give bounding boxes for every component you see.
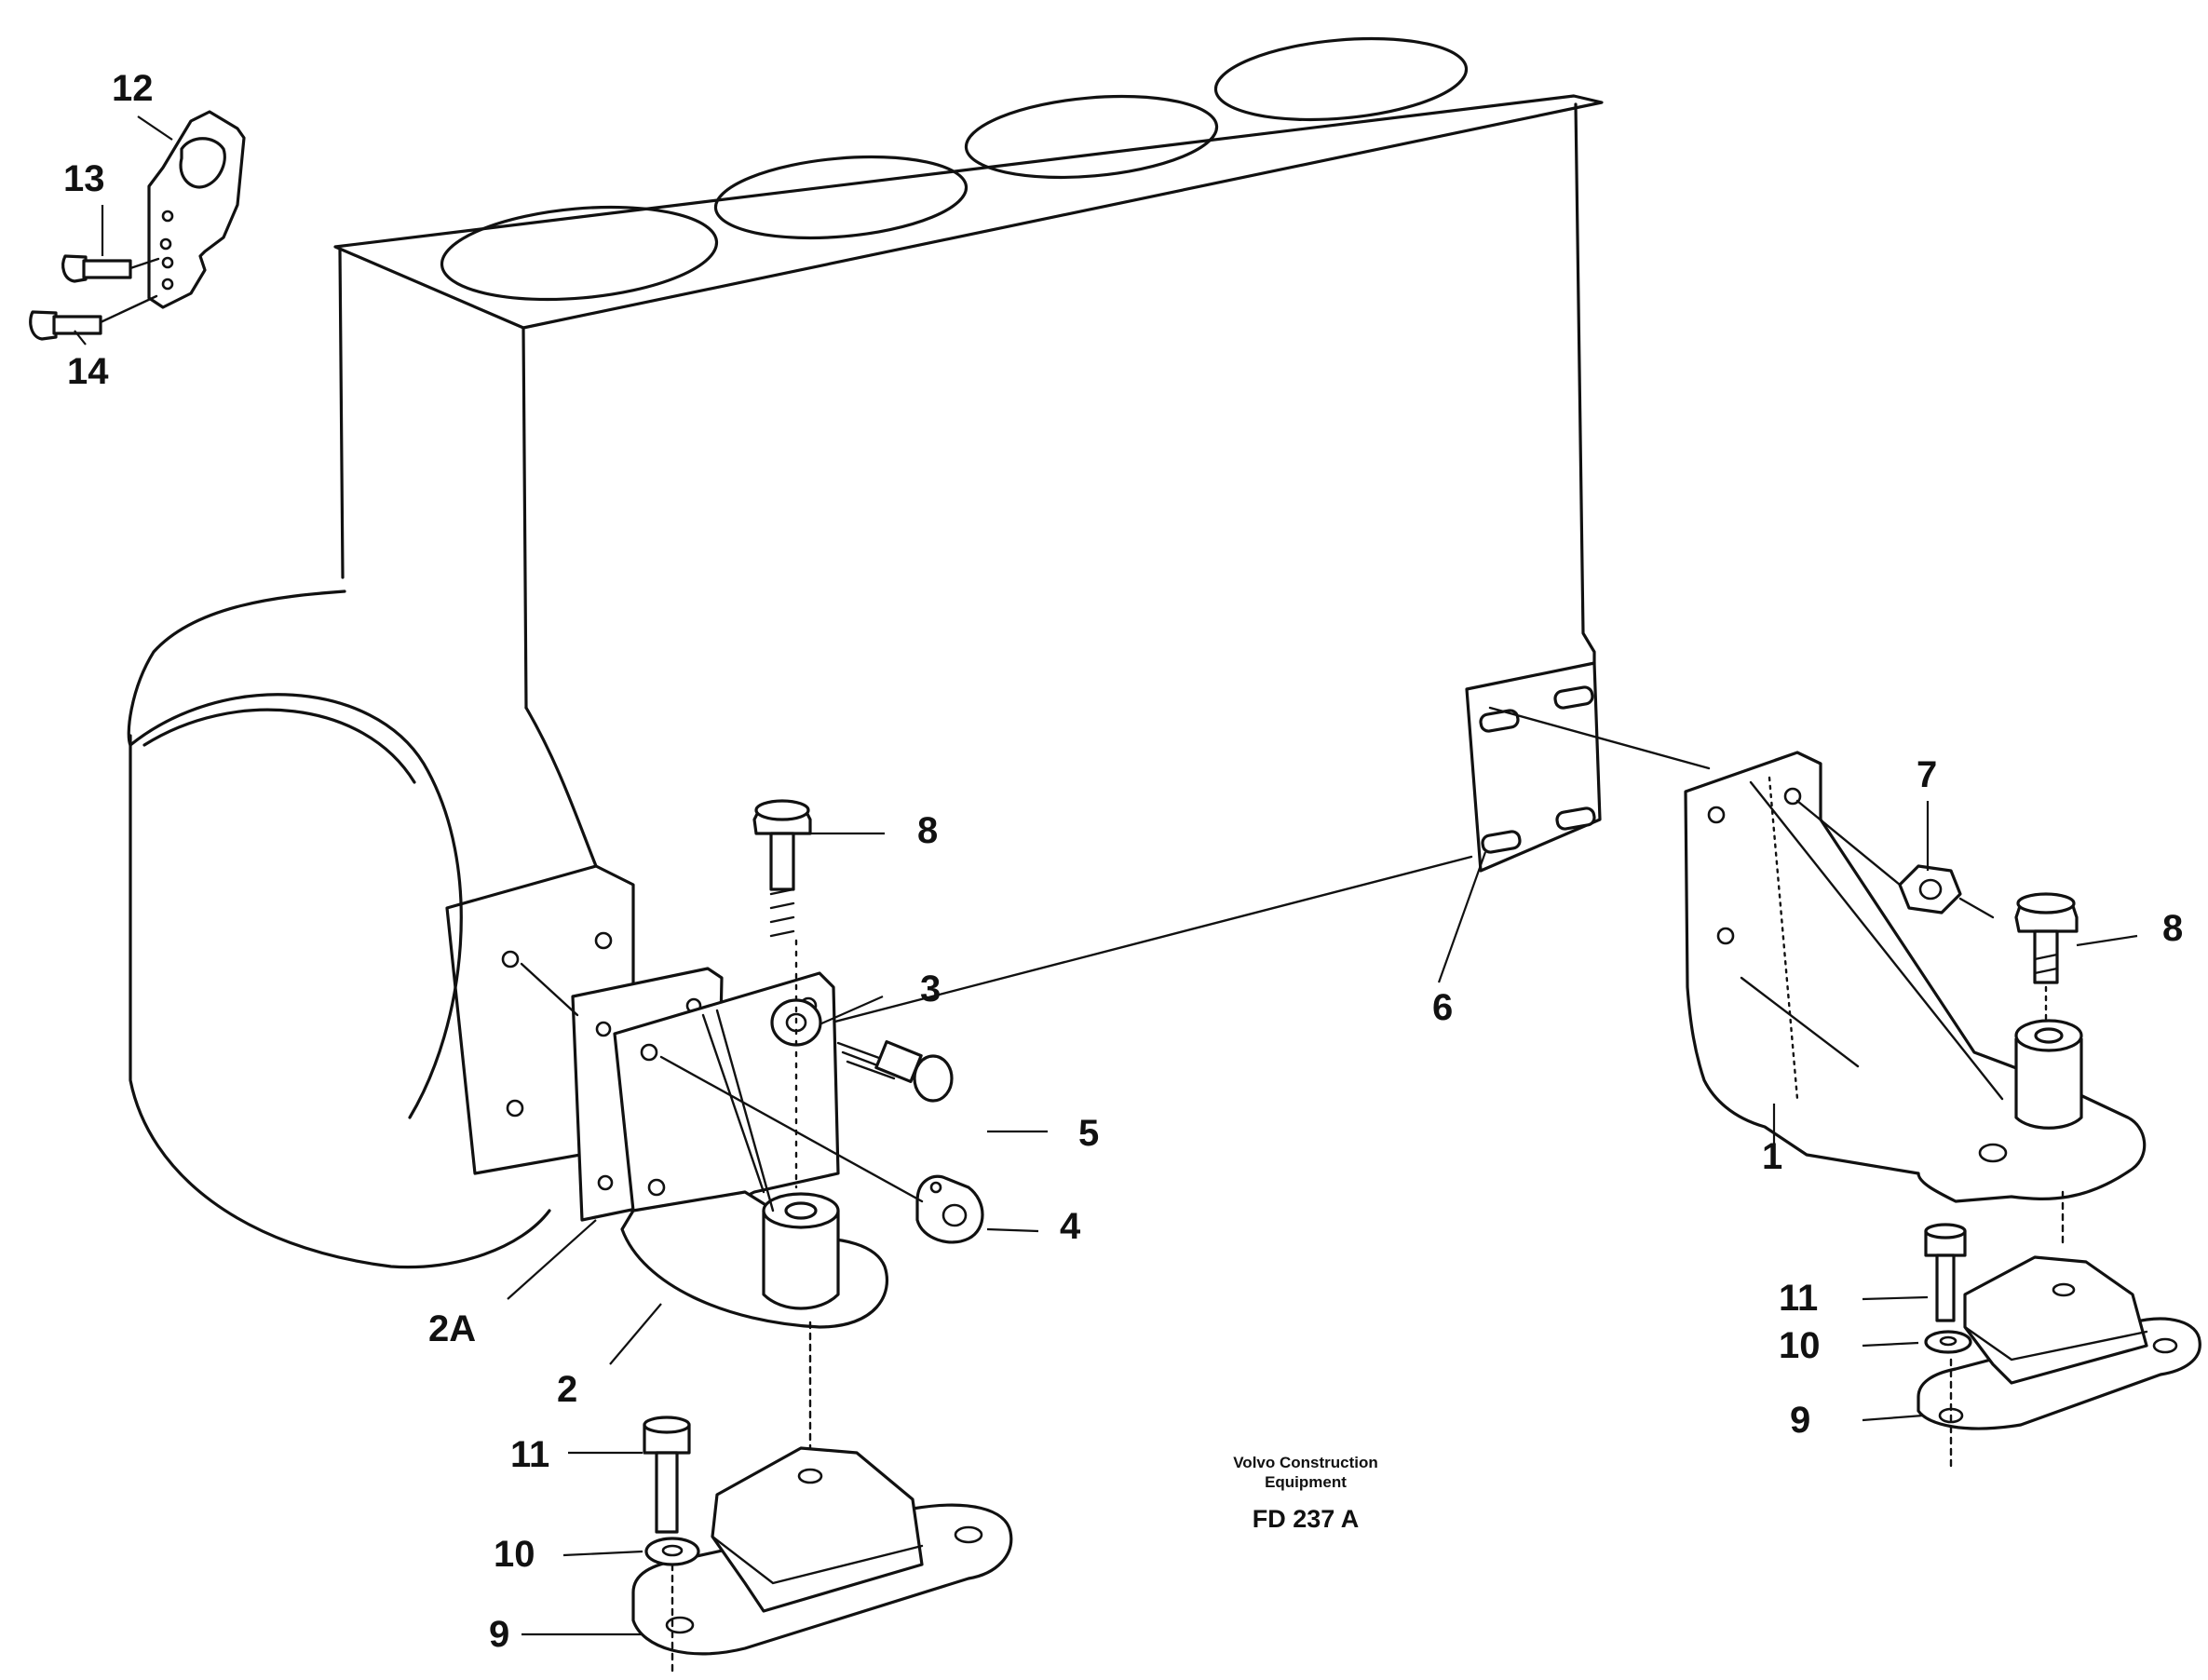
- callout-5: 5: [1078, 1113, 1099, 1154]
- side-mounting-plate: [1465, 661, 1602, 873]
- callout-9-left: 9: [489, 1614, 509, 1655]
- credit-line-2: Equipment: [1265, 1473, 1347, 1491]
- callout-6: 6: [1432, 987, 1453, 1028]
- callout-12: 12: [112, 68, 154, 109]
- callout-10-right: 10: [1779, 1325, 1821, 1366]
- bolt-5: [836, 1040, 954, 1103]
- callout-10-left: 10: [494, 1534, 535, 1575]
- bracket-12-assembly: [29, 110, 246, 341]
- credit-line-1: Volvo Construction: [1233, 1454, 1378, 1471]
- callout-14: 14: [67, 351, 109, 392]
- engine-block: [333, 36, 1604, 1026]
- leader-lines: [74, 115, 2138, 1636]
- callout-2A: 2A: [428, 1308, 476, 1349]
- figure-credit: Volvo Construction Equipment FD 237 A: [1233, 1454, 1378, 1533]
- stud: [1479, 685, 1596, 854]
- callout-8-right: 8: [2162, 908, 2183, 949]
- callout-13: 13: [63, 158, 105, 199]
- cylinder-bore: [713, 155, 969, 240]
- callout-1: 1: [1762, 1136, 1782, 1177]
- screw-14: [29, 294, 158, 341]
- screw-13: [61, 254, 160, 283]
- left-rubber-mount: [631, 1321, 1013, 1678]
- left-mount-assembly: [520, 799, 984, 1329]
- right-rubber-mount: [1917, 1190, 2201, 1473]
- callout-3: 3: [920, 969, 941, 1009]
- callout-9-right: 9: [1790, 1400, 1810, 1441]
- callout-4: 4: [1060, 1206, 1081, 1247]
- callout-8-left: 8: [917, 810, 938, 851]
- figure-code: FD 237 A: [1253, 1505, 1360, 1533]
- nut-7: [1898, 864, 1962, 915]
- cylinder-bore: [440, 205, 719, 302]
- plate-4: [915, 1174, 984, 1244]
- cylinder-bore: [1213, 36, 1469, 122]
- flywheel-housing: [127, 589, 635, 1269]
- callout-11-right: 11: [1779, 1278, 1818, 1319]
- callout-11-left: 11: [510, 1434, 549, 1475]
- callout-2: 2: [557, 1369, 577, 1410]
- right-mount-assembly: [1488, 706, 2147, 1203]
- callout-labels: 12 13 14 8 3 5 4 6 7 8 1 2A 2 11 10 9 11…: [63, 68, 2183, 1655]
- cylinder-bore: [964, 94, 1219, 180]
- bracket-1: [1684, 751, 2147, 1203]
- bolt-8: [2014, 892, 2079, 984]
- callout-7: 7: [1917, 754, 1937, 795]
- bolt-8: [752, 799, 812, 938]
